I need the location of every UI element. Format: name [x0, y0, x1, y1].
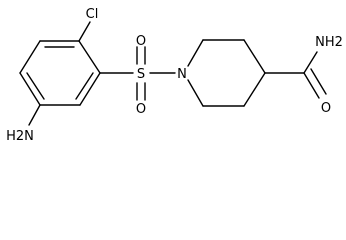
sulfonyl-oxygen-bottom-label: O [136, 102, 146, 117]
bond-c-o-b [310, 68, 327, 95]
amide-nitrogen-label: NH2 [315, 35, 343, 50]
chemical-structure: Cl H2N S O O N NH2 O [6, 7, 343, 144]
chlorine-label: Cl [86, 7, 99, 22]
bond [243, 72, 266, 107]
double-bond-inner [75, 72, 94, 100]
bond [78, 40, 101, 74]
piperidine-ring [187, 39, 266, 107]
benzene-ring [19, 40, 101, 106]
bond-c-nh2-amide [303, 51, 318, 74]
double-bond-inner [26, 72, 45, 100]
bond-c-o-a [303, 72, 320, 99]
bond [187, 39, 204, 67]
bond [243, 39, 266, 74]
amide-oxygen-label: O [321, 101, 331, 116]
bond-c-cl [78, 21, 91, 42]
bond [79, 72, 101, 106]
sulfonyl-oxygen-top-label: O [136, 34, 146, 49]
bond-c-nh2 [28, 104, 41, 126]
sulfur-label: S [137, 67, 145, 82]
bond [19, 72, 41, 106]
bond [19, 40, 41, 74]
amine-label: H2N [6, 129, 34, 144]
ring-nitrogen-label: N [177, 67, 187, 82]
bond [187, 79, 204, 107]
